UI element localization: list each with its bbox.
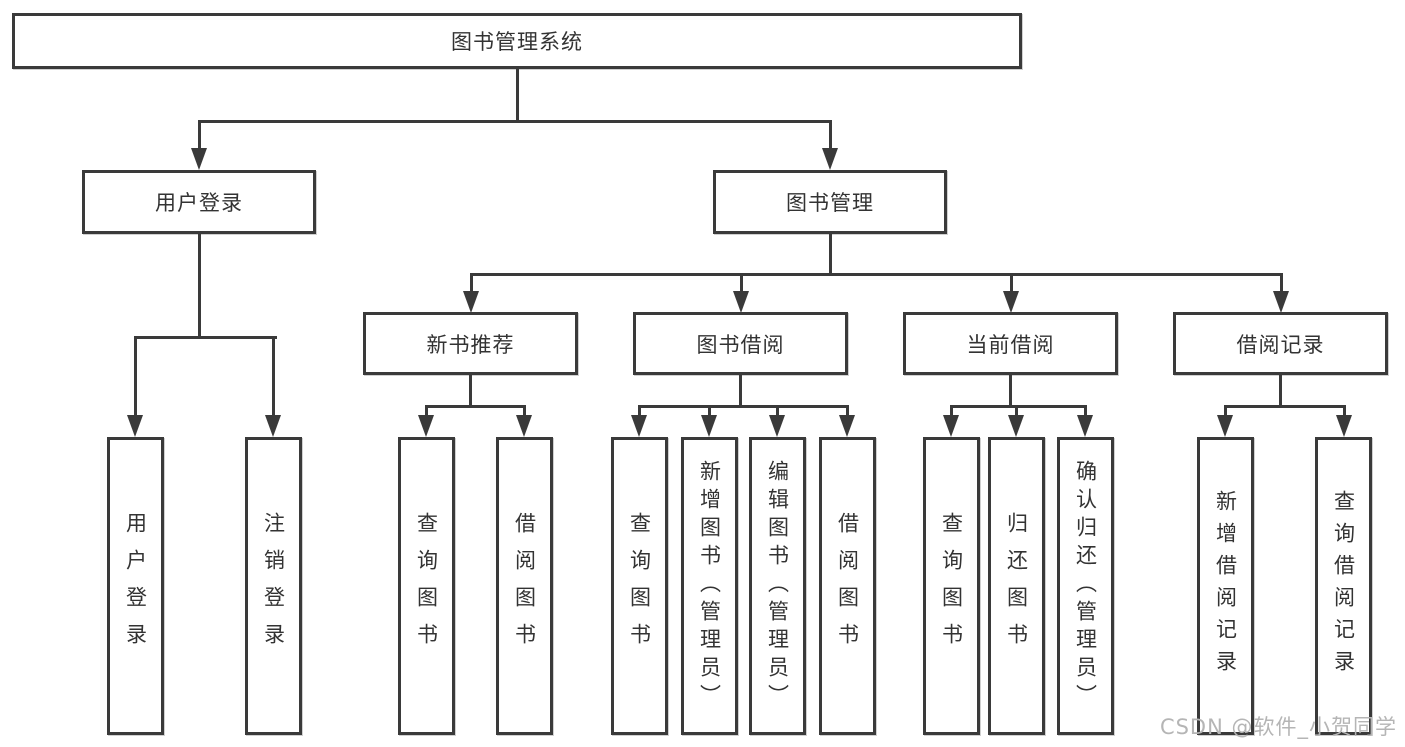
arrow-to-leaf-5	[631, 415, 647, 437]
connector-drop-borrow-records	[1279, 273, 1283, 293]
arrow-to-leaf-4	[516, 415, 532, 437]
arrow-to-leaf-9	[943, 415, 959, 437]
arrow-to-leaf-10	[1008, 415, 1024, 437]
leaf-query-books-1: 查询图书	[398, 437, 455, 735]
arrow-to-new-book-recommend	[463, 291, 479, 313]
connector-drop-current-borrow	[1009, 273, 1013, 293]
node-current-borrow-label: 当前借阅	[966, 332, 1055, 357]
connector-root-stem	[515, 69, 519, 120]
arrow-to-current-borrow	[1003, 291, 1019, 313]
node-book-management-label: 图书管理	[786, 191, 874, 215]
leaf-query-books-3: 查询图书	[923, 437, 980, 735]
connector-drop-leaf-5	[637, 405, 641, 417]
leaf-label: 注销登录	[261, 512, 286, 660]
leaf-borrow-books-1: 借阅图书	[496, 437, 553, 735]
leaf-label: 编辑图书（管理员）	[765, 460, 790, 712]
connector-drop-leaf-1	[133, 336, 137, 416]
connector-user-login-span	[133, 336, 277, 339]
node-new-book-recommend: 新书推荐	[363, 312, 578, 375]
connector-borrow-records-span	[1223, 405, 1345, 408]
leaf-borrow-books-2: 借阅图书	[819, 437, 876, 735]
connector-current-borrow-span	[949, 405, 1087, 408]
arrow-to-leaf-11	[1077, 415, 1093, 437]
arrow-to-leaf-3	[418, 415, 434, 437]
arrow-to-book-borrow	[733, 291, 749, 313]
connector-book-borrow-span	[637, 405, 849, 408]
leaf-label: 查询图书	[414, 512, 439, 660]
node-book-borrow: 图书借阅	[633, 312, 848, 375]
leaf-logout: 注销登录	[245, 437, 302, 735]
node-book-management: 图书管理	[713, 170, 947, 234]
connector-drop-leaf-8	[845, 405, 849, 417]
arrow-to-leaf-1	[127, 415, 143, 437]
connector-drop-leaf-12	[1223, 405, 1227, 417]
arrow-to-leaf-6	[701, 415, 717, 437]
connector-level1-span	[197, 120, 832, 123]
leaf-user-login: 用户登录	[107, 437, 164, 735]
node-borrow-records: 借阅记录	[1173, 312, 1388, 375]
connector-drop-leaf-7	[775, 405, 779, 417]
node-book-borrow-label: 图书借阅	[696, 332, 785, 357]
leaf-label: 归还图书	[1004, 512, 1029, 660]
leaf-label: 借阅图书	[512, 512, 537, 660]
node-borrow-records-label: 借阅记录	[1236, 332, 1325, 357]
connector-drop-new-book-recommend	[469, 273, 473, 293]
connector-new-book-recommend-span	[424, 405, 526, 408]
leaf-label: 查询图书	[939, 512, 964, 660]
leaf-add-borrow-record: 新增借阅记录	[1197, 437, 1254, 735]
connector-drop-leaf-6	[707, 405, 711, 417]
connector-level2-span	[469, 273, 1283, 276]
connector-drop-leaf-11	[1083, 405, 1087, 417]
leaf-label: 借阅图书	[835, 512, 860, 660]
connector-drop-leaf-4	[522, 405, 526, 417]
leaf-label: 查询图书	[627, 512, 652, 660]
node-root: 图书管理系统	[12, 13, 1022, 69]
arrow-to-leaf-13	[1336, 415, 1352, 437]
connector-book-borrow-stem	[738, 375, 742, 405]
connector-current-borrow-stem	[1008, 375, 1012, 405]
node-root-label: 图书管理系统	[451, 30, 583, 54]
arrow-to-leaf-2	[265, 415, 281, 437]
leaf-query-borrow-record: 查询借阅记录	[1315, 437, 1372, 735]
leaf-query-books-2: 查询图书	[611, 437, 668, 735]
arrow-to-book-management	[822, 148, 838, 170]
leaf-label: 确认归还（管理员）	[1073, 460, 1098, 712]
leaf-return-books: 归还图书	[988, 437, 1045, 735]
connector-drop-leaf-3	[424, 405, 428, 417]
arrow-to-leaf-12	[1217, 415, 1233, 437]
arrow-to-leaf-7	[769, 415, 785, 437]
arrow-to-borrow-records	[1273, 291, 1289, 313]
node-new-book-recommend-label: 新书推荐	[426, 332, 515, 357]
leaf-confirm-return: 确认归还（管理员）	[1057, 437, 1114, 735]
connector-book-management-stem	[828, 234, 832, 273]
node-user-login-label: 用户登录	[155, 191, 243, 215]
csdn-watermark: CSDN @软件_小贺同学	[1159, 715, 1397, 739]
arrow-to-leaf-8	[839, 415, 855, 437]
leaf-label: 新增借阅记录	[1213, 490, 1238, 682]
connector-user-login-stem	[197, 234, 201, 336]
arrow-to-user-login	[191, 148, 207, 170]
leaf-add-books-admin: 新增图书（管理员）	[681, 437, 738, 735]
connector-drop-leaf-9	[949, 405, 953, 417]
leaf-label: 新增图书（管理员）	[697, 460, 722, 712]
connector-drop-leaf-13	[1342, 405, 1346, 417]
leaf-edit-books-admin: 编辑图书（管理员）	[749, 437, 806, 735]
connector-drop-user-login	[197, 120, 201, 150]
leaf-label: 用户登录	[123, 512, 148, 660]
leaf-label: 查询借阅记录	[1331, 490, 1356, 682]
node-current-borrow: 当前借阅	[903, 312, 1118, 375]
connector-drop-leaf-10	[1014, 405, 1018, 417]
connector-drop-leaf-2	[271, 336, 275, 416]
node-user-login: 用户登录	[82, 170, 316, 234]
connector-drop-book-borrow	[739, 273, 743, 293]
connector-new-book-recommend-stem	[468, 375, 472, 405]
connector-drop-book-management	[828, 120, 832, 150]
connector-borrow-records-stem	[1278, 375, 1282, 405]
